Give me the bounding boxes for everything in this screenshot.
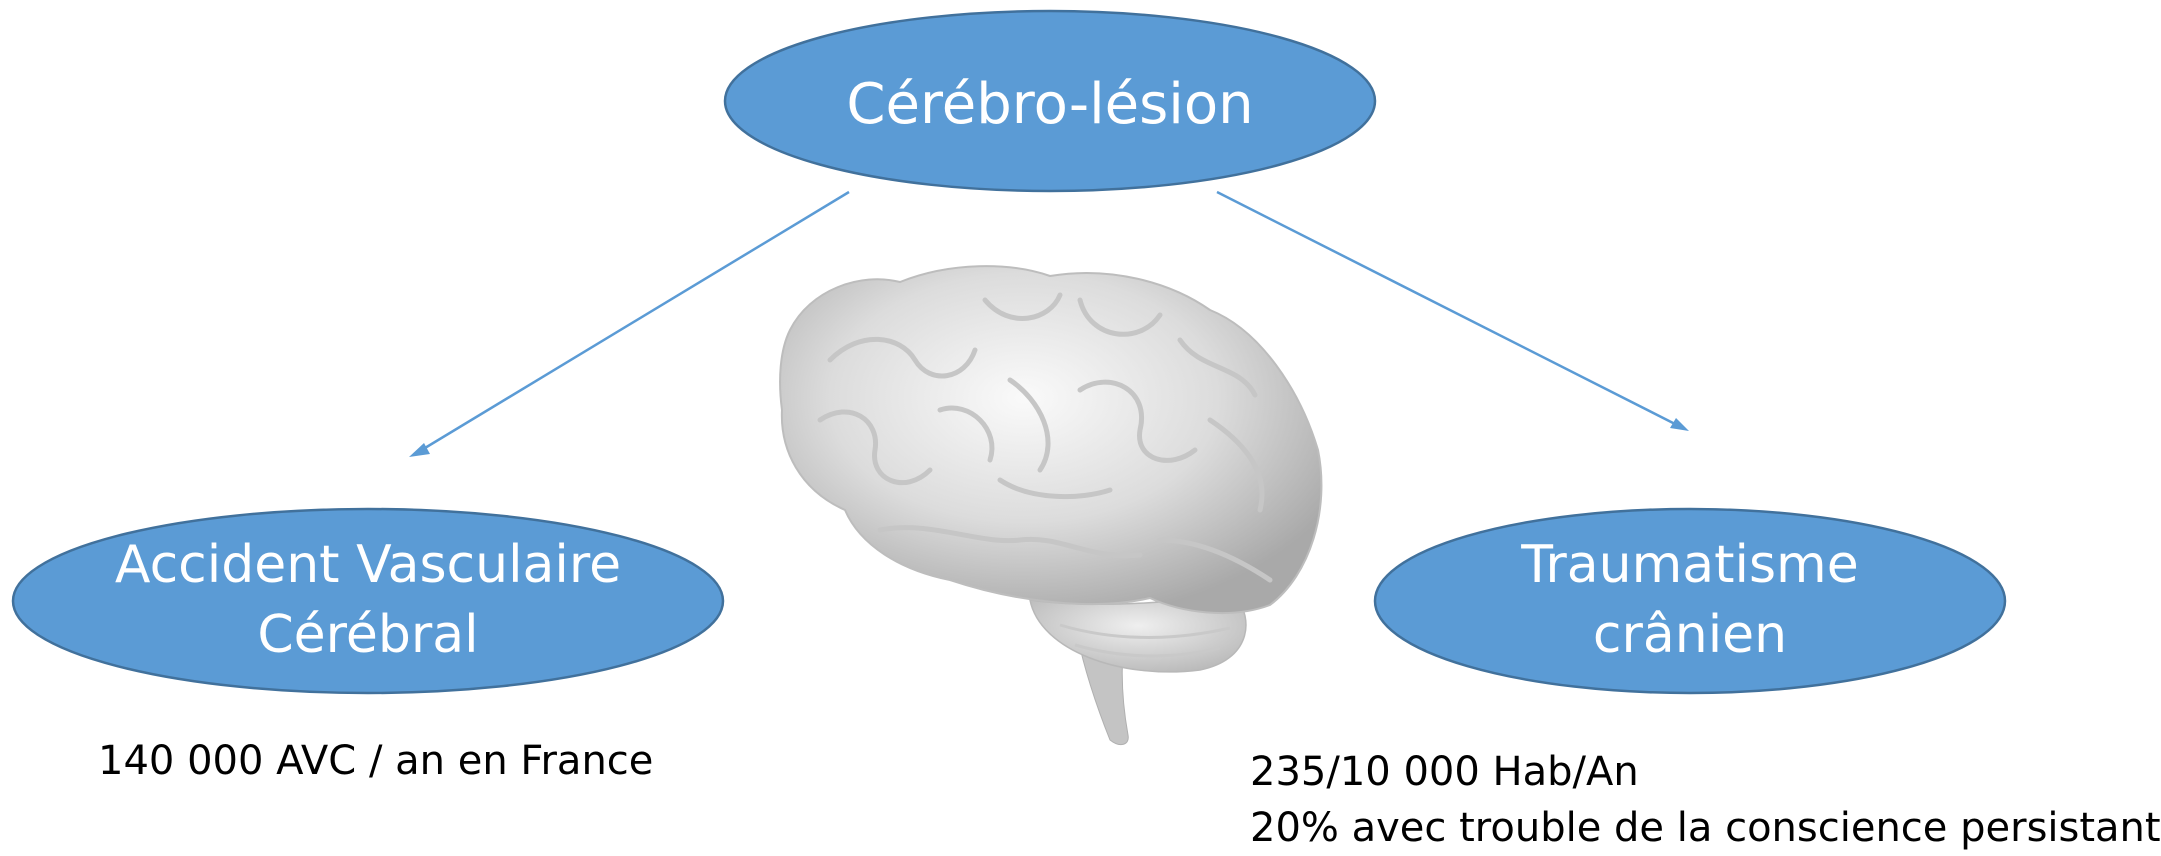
left-label-line1: Accident Vasculaire xyxy=(114,535,622,595)
right-node-label: Traumatisme crânien xyxy=(1400,530,1980,670)
left-node-label: Accident Vasculaire Cérébral xyxy=(40,530,696,670)
diagram-canvas xyxy=(11,9,2007,746)
node-traumatisme xyxy=(1373,507,2007,695)
traumatisme-stat-line1: 235/10 000 Hab/An xyxy=(1250,749,1639,795)
node-cerebro-lesion xyxy=(723,9,1377,193)
left-label-line2: Cérébral xyxy=(257,605,479,665)
right-label-line1: Traumatisme xyxy=(1521,535,1859,595)
traumatisme-stat-line2: 20% avec trouble de la conscience persis… xyxy=(1250,805,2161,851)
arrow-root-to-left xyxy=(409,190,850,457)
root-label-text: Cérébro-lésion xyxy=(846,72,1254,137)
arrow-root-to-right xyxy=(1216,190,1689,431)
right-label-line2: crânien xyxy=(1592,605,1788,665)
traumatisme-statistics: 235/10 000 Hab/An 20% avec trouble de la… xyxy=(1250,744,2161,856)
root-node-label: Cérébro-lésion xyxy=(725,70,1375,140)
avc-statistic: 140 000 AVC / an en France xyxy=(98,738,654,784)
node-avc xyxy=(11,507,725,695)
brain-illustration-icon xyxy=(779,265,1323,746)
